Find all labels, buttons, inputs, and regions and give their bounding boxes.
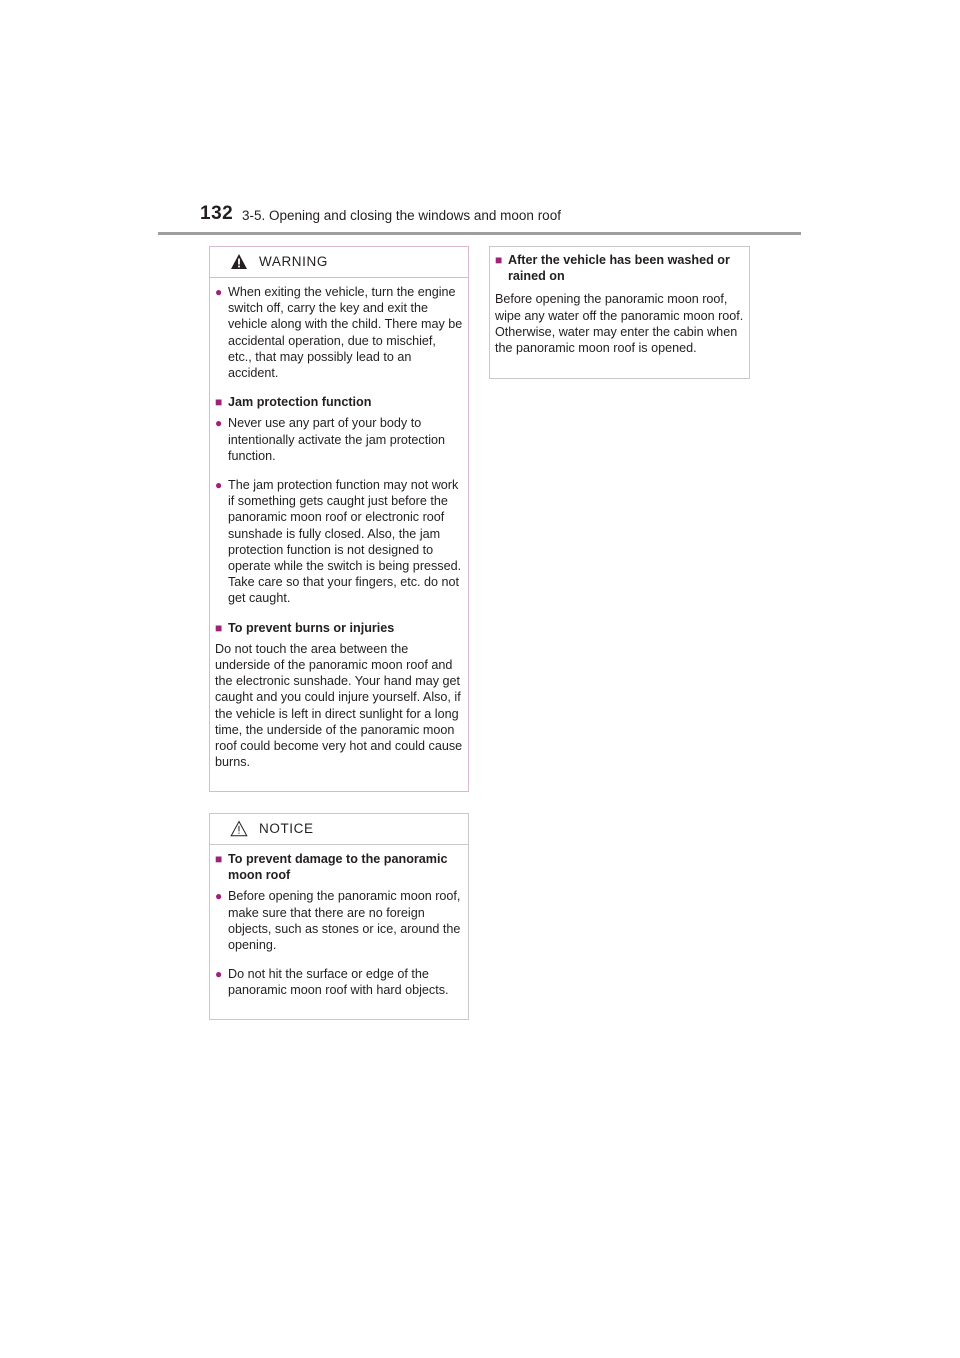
- warning-content: ● When exiting the vehicle, turn the eng…: [215, 279, 463, 770]
- warning-bullet-jam-limit-text: The jam protection function may not work…: [228, 478, 462, 606]
- notice-heading-text: To prevent damage to the panoramic moon …: [228, 852, 448, 883]
- warning-heading-jam-text: Jam protection function: [228, 395, 372, 410]
- warning-triangle-icon: [231, 254, 247, 269]
- square-bullet-icon: ■: [215, 620, 223, 635]
- warning-heading-burns: ■ To prevent burns or injuries: [215, 620, 463, 636]
- warning-burns-paragraph: Do not touch the area between the unders…: [215, 641, 463, 770]
- warning-heading-jam: ■ Jam protection function: [215, 394, 463, 410]
- warning-bullet-jam-body: ● Never use any part of your body to int…: [215, 415, 463, 464]
- washed-heading: ■ After the vehicle has been washed or r…: [495, 252, 744, 284]
- section-title: 3-5. Opening and closing the windows and…: [242, 208, 561, 223]
- washed-content: ■ After the vehicle has been washed or r…: [495, 252, 744, 356]
- warning-bullet-jam-limit: ● The jam protection function may not wo…: [215, 477, 463, 607]
- caution-triangle-icon: [230, 820, 248, 837]
- warning-title: WARNING: [259, 254, 328, 269]
- notice-heading: ■ To prevent damage to the panoramic moo…: [215, 851, 463, 883]
- bullet-icon: ●: [215, 285, 223, 299]
- bullet-icon: ●: [215, 967, 223, 982]
- washed-heading-text: After the vehicle has been washed or rai…: [508, 253, 730, 284]
- header-rule: [158, 232, 801, 235]
- notice-title: NOTICE: [259, 821, 314, 836]
- square-bullet-icon: ■: [215, 852, 223, 866]
- washed-info-box: ■ After the vehicle has been washed or r…: [489, 246, 750, 379]
- bullet-icon: ●: [215, 416, 223, 431]
- notice-bullet-foreign: ● Before opening the panoramic moon roof…: [215, 888, 463, 953]
- notice-box: NOTICE ■ To prevent damage to the panora…: [209, 813, 469, 1020]
- notice-bullet-hard-text: Do not hit the surface or edge of the pa…: [228, 967, 449, 998]
- page-header: 132 3-5. Opening and closing the windows…: [200, 203, 800, 233]
- notice-bullet-foreign-text: Before opening the panoramic moon roof, …: [228, 889, 461, 953]
- warning-bullet-jam-body-text: Never use any part of your body to inten…: [228, 416, 446, 463]
- warning-heading-burns-text: To prevent burns or injuries: [228, 620, 395, 635]
- square-bullet-icon: ■: [495, 253, 503, 267]
- notice-header: NOTICE: [210, 814, 468, 845]
- notice-bullet-hard: ● Do not hit the surface or edge of the …: [215, 966, 463, 998]
- bullet-icon: ●: [215, 478, 223, 493]
- warning-bullet-child-text: When exiting the vehicle, turn the engin…: [228, 285, 463, 381]
- notice-content: ■ To prevent damage to the panoramic moo…: [215, 846, 463, 999]
- page-number: 132: [200, 203, 234, 224]
- warning-box: WARNING ● When exiting the vehicle, turn…: [209, 246, 469, 792]
- warning-header: WARNING: [210, 247, 468, 278]
- bullet-icon: ●: [215, 889, 223, 904]
- washed-paragraph: Before opening the panoramic moon roof, …: [495, 292, 744, 356]
- warning-bullet-child: ● When exiting the vehicle, turn the eng…: [215, 284, 463, 381]
- square-bullet-icon: ■: [215, 395, 223, 410]
